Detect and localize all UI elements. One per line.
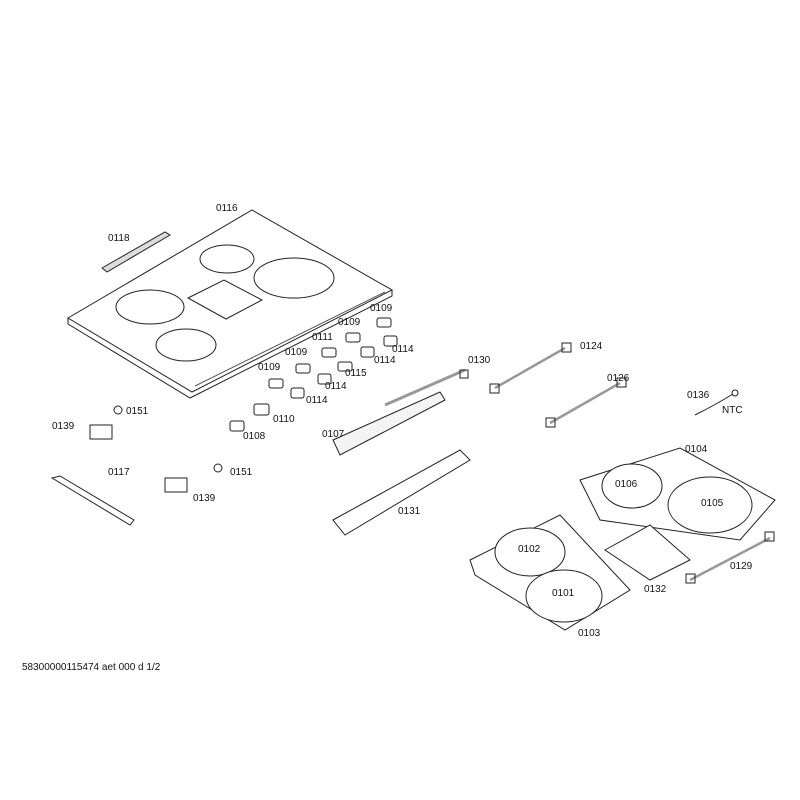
- heating-tray-lower: [469, 514, 631, 631]
- part-callout-label: 0114: [374, 355, 396, 366]
- support-frame: [332, 449, 471, 536]
- glass-ceramic-cooktop: [67, 209, 394, 399]
- part-callout-label: 0114: [325, 381, 347, 392]
- part-callout-label: 0107: [322, 429, 345, 440]
- part-callout-label: 0110: [273, 414, 295, 425]
- part-callout-label: 0131: [398, 506, 421, 517]
- document-id: 58300000115474 aet 000 d 1/2: [22, 662, 161, 673]
- cover-plate-0132: [604, 524, 691, 581]
- part-callout-label: 0109: [338, 317, 361, 328]
- part-callout-label: 0106: [615, 479, 638, 490]
- part-callout-label: 0151: [126, 406, 149, 417]
- part-callout-label: 0101: [552, 588, 575, 599]
- part-callout-label: 0139: [52, 421, 75, 432]
- part-callout-label: NTC: [722, 405, 743, 416]
- control-knobs: [229, 317, 398, 432]
- part-callout-label: 0109: [285, 347, 308, 358]
- cables: [384, 342, 775, 584]
- part-callout-label: 0114: [306, 395, 328, 406]
- part-callout-label: 0151: [230, 467, 253, 478]
- part-callout-label: 0126: [607, 373, 630, 384]
- part-callout-label: 0104: [685, 444, 708, 455]
- heating-tray-upper: [579, 447, 776, 541]
- part-callout-label: 0102: [518, 544, 541, 555]
- part-callout-label: 0130: [468, 355, 491, 366]
- part-callout-label: 0139: [193, 493, 216, 504]
- part-callout-label: 0109: [258, 362, 281, 373]
- part-callout-label: 0115: [345, 368, 367, 379]
- part-callout-label: 0108: [243, 431, 266, 442]
- trim-strip: [101, 231, 171, 273]
- part-callout-label: 0118: [108, 233, 130, 244]
- part-callout-label: 0117: [108, 467, 130, 478]
- control-board: [332, 391, 446, 456]
- part-callout-label: 0109: [370, 303, 393, 314]
- part-callout-label: 0116: [216, 203, 238, 214]
- part-callout-label: 0114: [392, 344, 414, 355]
- part-callout-label: 0132: [644, 584, 667, 595]
- part-callout-label: 0111: [312, 332, 333, 343]
- part-callout-label: 0136: [687, 390, 710, 401]
- part-callout-label: 0124: [580, 341, 603, 352]
- part-callout-label: 0129: [730, 561, 753, 572]
- part-callout-label: 0103: [578, 628, 601, 639]
- brackets: [50, 405, 223, 526]
- part-callout-label: 0105: [701, 498, 724, 509]
